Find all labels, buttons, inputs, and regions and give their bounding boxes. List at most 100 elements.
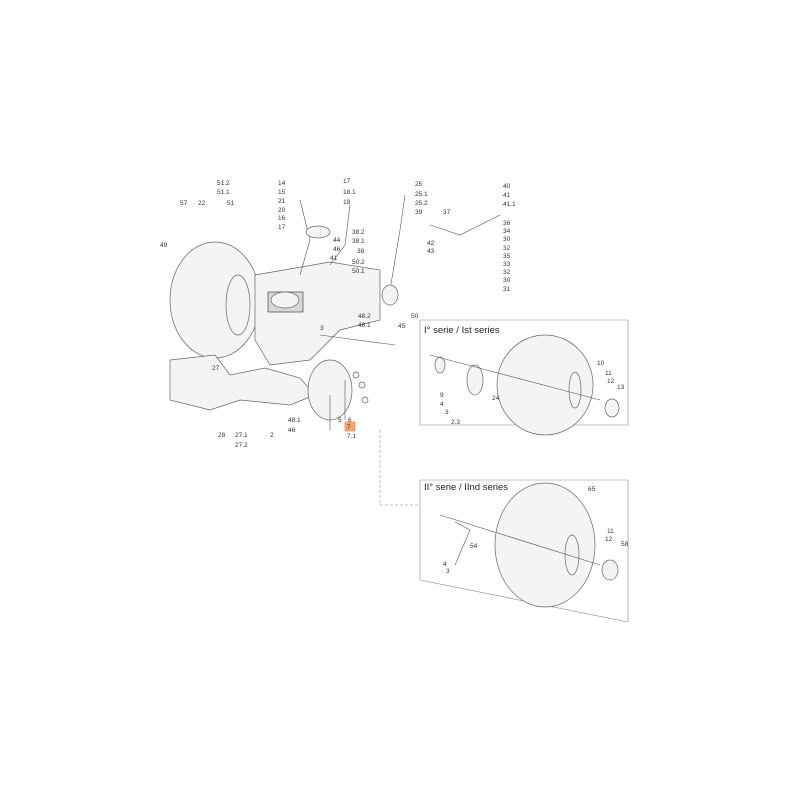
- series-2-frame: [419, 479, 629, 623]
- axle-line: [319, 334, 396, 346]
- left-wheel-hub: [225, 274, 251, 336]
- upper-link-1: [299, 199, 311, 276]
- main-callout-25-2: 25.2: [415, 200, 428, 207]
- series-1-callout-13: 13: [617, 384, 625, 391]
- upper-link-2: [329, 204, 351, 266]
- main-callout-34: 34: [503, 228, 511, 235]
- washer-2: [358, 381, 366, 389]
- main-callout-39: 39: [415, 209, 423, 216]
- main-callout-45: 45: [398, 323, 406, 330]
- main-callout-36: 36: [503, 220, 511, 227]
- main-callout-5: 5: [338, 417, 342, 424]
- main-callout-22: 22: [198, 200, 206, 207]
- main-callout-18-1: 18.1: [343, 189, 356, 196]
- series-1-bushing: [434, 356, 446, 374]
- series-2-callout-65: 65: [588, 486, 596, 493]
- main-callout-3: 3: [320, 325, 324, 332]
- series-2-hub: [564, 534, 580, 576]
- main-callout-16: 16: [278, 215, 286, 222]
- main-callout-50-1: 50.1: [352, 268, 365, 275]
- main-callout-18: 18: [343, 199, 351, 206]
- main-callout-28: 28: [218, 432, 226, 439]
- main-callout-32: 32: [503, 245, 511, 252]
- main-callout-41: 41: [503, 192, 511, 199]
- series-2-callout-58: 58: [621, 541, 629, 548]
- main-callout-50: 50: [411, 313, 419, 320]
- main-callout-25: 25: [415, 181, 423, 188]
- main-callout-17: 17: [278, 224, 286, 231]
- main-callout-25-1: 25.1: [415, 191, 428, 198]
- series-1-axle-hub: [466, 364, 484, 396]
- main-callout-48-2: 48.2: [358, 313, 371, 320]
- main-callout-31: 31: [503, 286, 511, 293]
- main-callout-7: 7: [347, 424, 351, 431]
- main-callout-7-1: 7.1: [347, 433, 356, 440]
- main-callout-46: 46: [333, 246, 341, 253]
- main-callout-44: 44: [333, 237, 341, 244]
- series-1-callout-11: 11: [605, 370, 612, 377]
- series-1-panel: I° serie / Ist series: [419, 319, 629, 436]
- series-2-bracket: [454, 521, 471, 566]
- series-1-callout-4: 4: [440, 401, 444, 408]
- series-1-callout-10: 10: [597, 360, 605, 367]
- main-callout-48-1: 48.1: [358, 322, 371, 329]
- main-callout-14: 14: [278, 180, 286, 187]
- main-callout-27-2: 27.2: [235, 442, 248, 449]
- main-callout-17: 17: [343, 178, 351, 185]
- series-2-cap: [601, 559, 619, 581]
- series-2-panel: II° serie / IInd series: [419, 479, 629, 623]
- series-1-frame: [419, 319, 629, 426]
- main-callout-30: 30: [503, 236, 511, 243]
- main-assembly: [169, 194, 501, 430]
- series-2-axis: [439, 514, 601, 566]
- main-callout-41-1: 41.1: [503, 201, 516, 208]
- main-callout-51-2: 51.2: [217, 180, 230, 187]
- series-2-callout-12: 12: [605, 536, 613, 543]
- main-callout-48-1: 48.1: [288, 417, 301, 424]
- main-callout-32: 32: [503, 269, 511, 276]
- main-callout-50-2: 50.2: [352, 259, 365, 266]
- series-2-wheel: [494, 482, 596, 608]
- main-callout-37: 37: [443, 209, 451, 216]
- frame-plate: [169, 354, 316, 411]
- series-1-axis: [429, 354, 601, 401]
- main-callout-38: 38: [357, 248, 365, 255]
- main-callout-30: 30: [503, 277, 511, 284]
- transaxle-housing: [254, 261, 381, 366]
- highlighted-part-box: [344, 421, 356, 432]
- main-callout-38-1: 38.1: [352, 238, 365, 245]
- main-callout-46: 46: [288, 427, 296, 434]
- series-2-title: II° serie / IInd series: [424, 482, 508, 493]
- series-2-callout-54: 54: [470, 543, 478, 550]
- main-callout-27: 27: [212, 365, 220, 372]
- main-callout-21: 21: [278, 198, 286, 205]
- series-1-callout-9: 9: [440, 392, 444, 399]
- series-1-callout-24: 24: [492, 395, 500, 402]
- series-2-callout-4: 4: [443, 561, 447, 568]
- main-callout-51-1: 51.1: [217, 189, 230, 196]
- main-callout-33: 33: [503, 261, 511, 268]
- main-callout-57: 57: [180, 200, 188, 207]
- pulley: [270, 291, 300, 309]
- series-1-callout-2-3: 2.3: [451, 419, 460, 426]
- main-callout-43: 43: [427, 248, 435, 255]
- nut: [361, 396, 369, 404]
- main-callout-6: 6: [348, 417, 352, 424]
- series-1-wheel: [496, 334, 594, 436]
- main-callout-2: 2: [270, 432, 274, 439]
- series-2-callout-3: 3: [446, 568, 450, 575]
- series-1-title: I° serie / Ist series: [424, 325, 500, 336]
- main-callout-20: 20: [278, 207, 286, 214]
- washer-1: [352, 371, 360, 379]
- main-callout-40: 40: [503, 183, 511, 190]
- main-callout-38-2: 38.2: [352, 229, 365, 236]
- main-callout-27-1: 27.1: [235, 432, 248, 439]
- series-1-callout-3: 3: [445, 409, 449, 416]
- main-callout-41: 41: [330, 255, 338, 262]
- main-callout-49: 49: [160, 242, 168, 249]
- main-callout-51: 51: [227, 200, 235, 207]
